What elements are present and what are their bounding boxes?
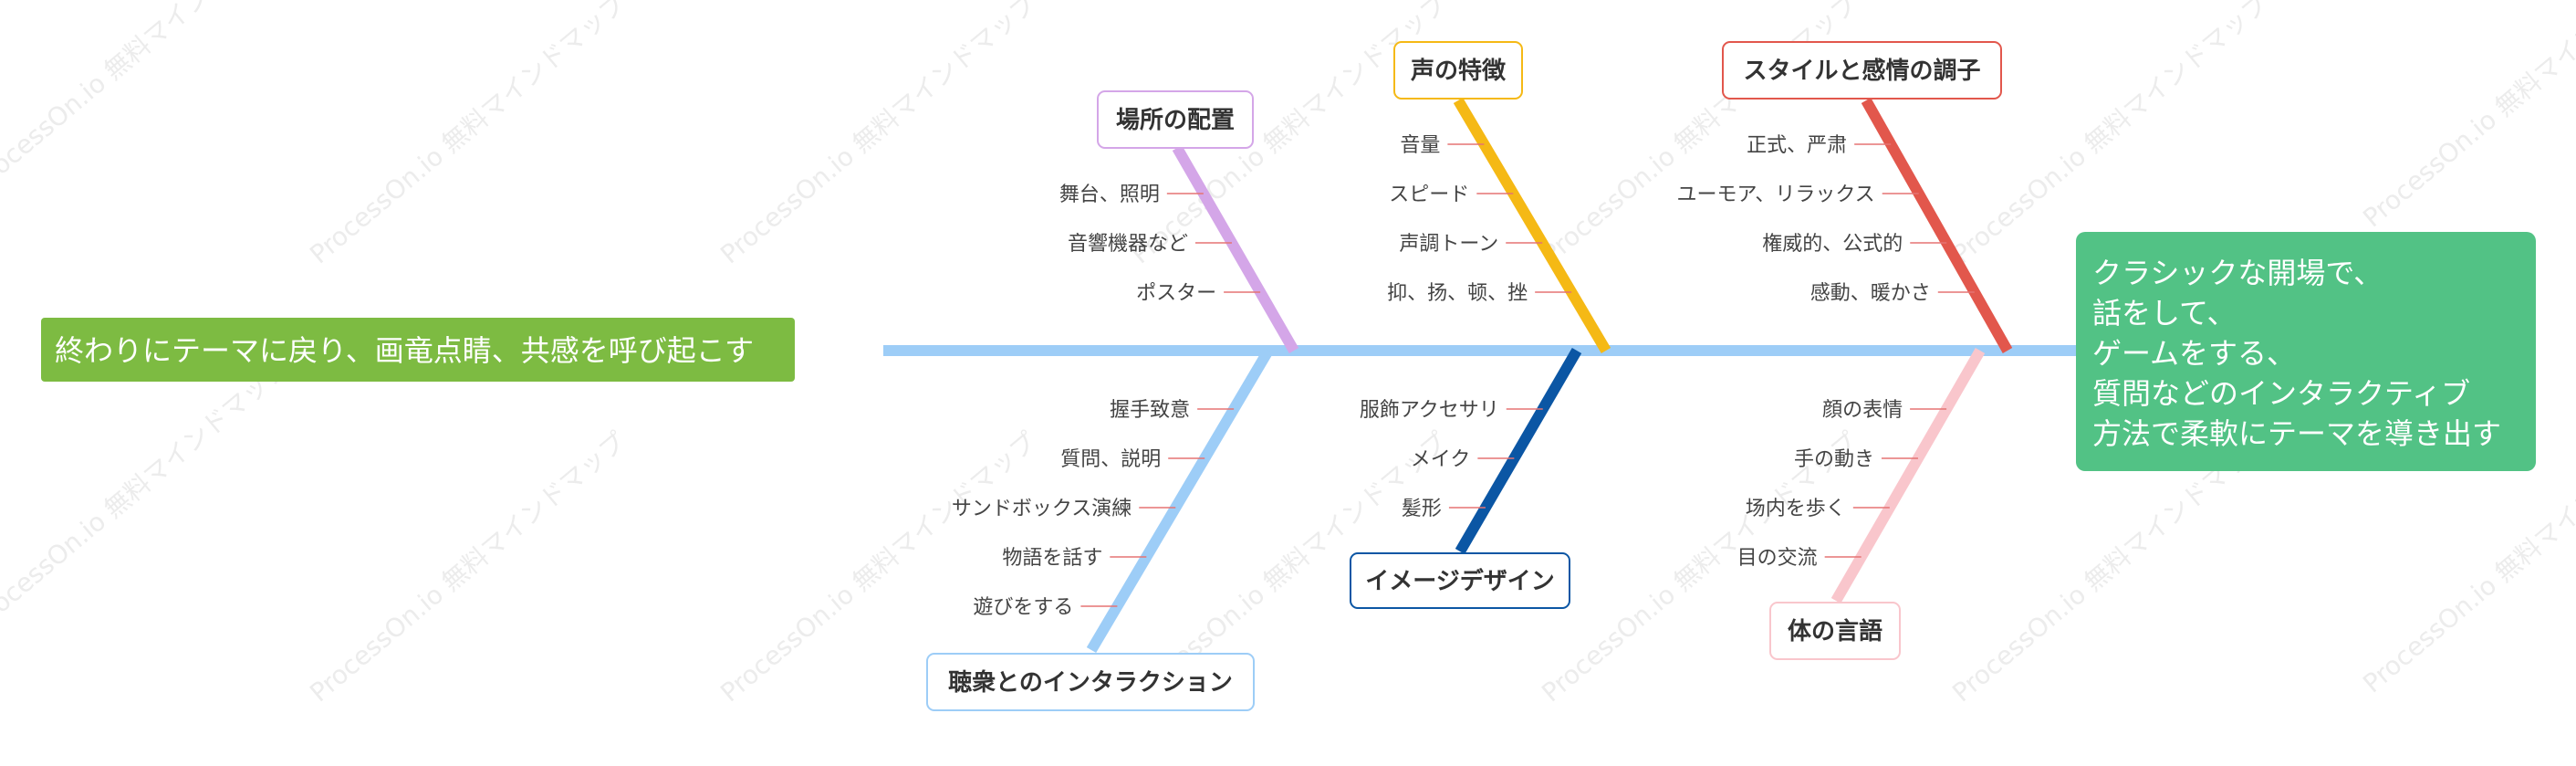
head-line-3: ゲームをする、: [2092, 336, 2296, 371]
category-label: イメージデザイン: [1365, 567, 1554, 595]
category-label: 聴衆とのインタラクション: [948, 669, 1233, 697]
rib-label: ポスター: [1136, 282, 1216, 305]
watermark-text: ProcessOn.io 無料マインドマップ: [714, 0, 1042, 269]
watermark-text: ProcessOn.io 無料マインドマップ: [304, 426, 631, 708]
category-bone: [1455, 347, 1582, 555]
rib-label: 遊びをする: [973, 596, 1073, 619]
category-node[interactable]: スタイルと感情の調子: [1722, 41, 2002, 100]
category-label: 声の特徴: [1411, 57, 1507, 85]
rib-label: 正式、严肃: [1747, 134, 1847, 157]
rib-label: サンドボックス演練: [952, 498, 1132, 520]
watermark-text: ProcessOn.io 無料マインドマップ: [0, 353, 294, 635]
category-bone: [1830, 348, 1986, 603]
tail-node[interactable]: 終わりにテーマに戻り、画竜点睛、共感を呼び起こす: [41, 318, 795, 382]
rib-label: 舞台、照明: [1059, 184, 1160, 206]
category-box: [1393, 41, 1523, 100]
rib-label: 音量: [1400, 134, 1440, 157]
rib-label: 目の交流: [1737, 547, 1818, 570]
watermark-text: ProcessOn.io 無料マインドマップ: [2357, 0, 2576, 233]
category-box: [1769, 602, 1901, 660]
rib-label: 音響機器など: [1068, 233, 1188, 256]
rib-label: 顔の表情: [1822, 399, 1903, 422]
category-bone: [1453, 97, 1611, 354]
rib-label: 髪形: [1402, 498, 1442, 520]
head-line-2: 話をして、: [2092, 296, 2236, 331]
rib-label: メイク: [1411, 448, 1471, 471]
category-box: [1097, 90, 1254, 149]
category-bone: [1086, 347, 1274, 654]
category-label: 体の言語: [1788, 617, 1882, 645]
watermark-text: ProcessOn.io 無料マインドマップ: [1946, 0, 2274, 269]
rib-label: 抑、扬、顿、挫: [1387, 282, 1528, 305]
category-bone: [1172, 145, 1299, 353]
tail-text: 終わりにテーマに戻り、画竜点睛、共感を呼び起こす: [55, 333, 754, 368]
category-box: [926, 653, 1255, 711]
rib-label: 物語を話す: [1002, 547, 1102, 570]
category-bone: [1861, 98, 2013, 353]
rib-label: ユーモア、リラックス: [1677, 184, 1875, 206]
rib-label: 権威的、公式的: [1762, 233, 1903, 256]
category-node[interactable]: イメージデザイン: [1350, 552, 1570, 609]
category-label: スタイルと感情の調子: [1743, 57, 1980, 85]
category-node[interactable]: 場所の配置: [1097, 90, 1254, 149]
category-box: [1350, 552, 1570, 609]
rib-label: スピード: [1389, 184, 1469, 206]
rib-label: 質問、説明: [1060, 448, 1161, 471]
category-node[interactable]: 体の言語: [1769, 602, 1901, 660]
watermark-text: ProcessOn.io 無料マインドマップ: [304, 0, 631, 269]
rib-label: 手の動き: [1794, 448, 1874, 471]
head-line-4: 質問などのインタラクティブ: [2092, 376, 2470, 411]
watermark-text: ProcessOn.io 無料マインドマップ: [0, 0, 294, 196]
category-label: 場所の配置: [1116, 107, 1235, 134]
head-node[interactable]: クラシックな開場で、 話をして、 ゲームをする、 質問などのインタラクティブ 方…: [2076, 232, 2536, 471]
rib-label: 感動、暖かさ: [1810, 282, 1931, 305]
head-line-5: 方法で柔軟にテーマを導き出す: [2092, 416, 2501, 451]
category-box: [1722, 41, 2002, 100]
category-node[interactable]: 声の特徴: [1393, 41, 1523, 100]
rib-label: 声調トーン: [1399, 233, 1498, 256]
rib-label: 握手致意: [1110, 399, 1190, 422]
rib-label: 场内を歩く: [1746, 498, 1846, 520]
category-node[interactable]: 聴衆とのインタラクション: [926, 653, 1255, 711]
rib-label: 服飾アクセサリ: [1360, 399, 1499, 422]
head-line-1: クラシックな開場で、: [2092, 256, 2383, 290]
